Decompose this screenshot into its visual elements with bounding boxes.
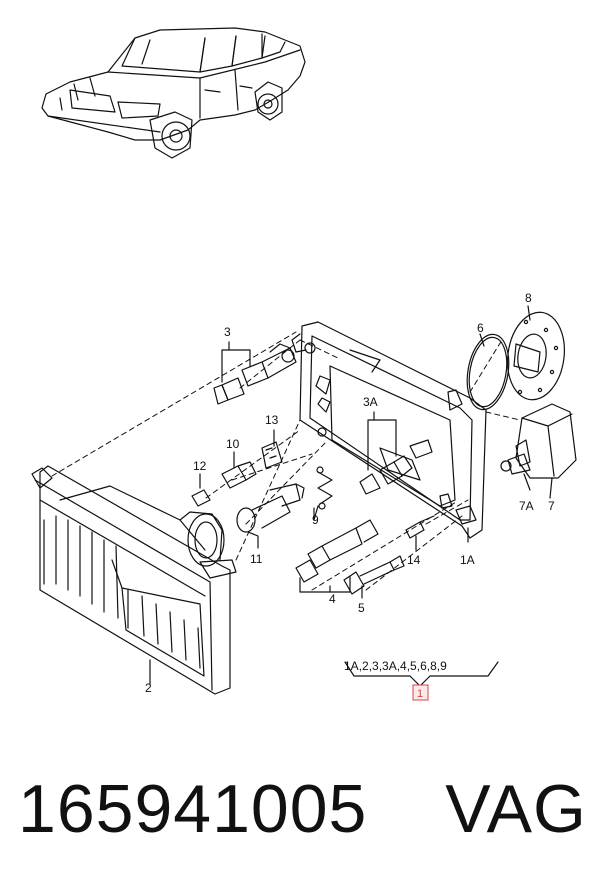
connector-13	[261, 441, 283, 469]
bulb-3A	[359, 455, 413, 495]
label-9: 9	[312, 513, 319, 527]
label-3A: 3A	[363, 395, 378, 409]
label-7A: 7A	[519, 499, 534, 513]
label-6: 6	[477, 321, 484, 335]
brand: VAG	[445, 771, 587, 847]
label-10: 10	[226, 437, 240, 451]
label-1A-frame: 1A	[460, 553, 475, 567]
bulb-11	[236, 483, 305, 533]
label-4: 4	[329, 592, 336, 606]
spring-9	[316, 466, 333, 510]
kit-number: 1	[417, 688, 423, 700]
label-3: 3	[224, 325, 231, 339]
kit-list: ,2,3,3A,4,5,6,8,9	[359, 659, 447, 673]
label-2: 2	[145, 681, 152, 695]
headlight-frame	[291, 321, 487, 539]
label-13: 13	[265, 413, 279, 427]
bulb-12	[191, 489, 211, 507]
part-number: 165941005	[18, 771, 368, 847]
adjuster-screw-5	[343, 555, 405, 595]
label-1A: 1A	[344, 659, 359, 673]
bulb-7A	[500, 453, 531, 475]
label-7: 7	[548, 499, 555, 513]
label-11: 11	[250, 552, 263, 566]
bulb-socket-3	[213, 343, 297, 405]
part-labels: 3 3A 13 10 12 11 9 4 5 14 1A 6 8 7A 7 2 …	[145, 291, 555, 695]
label-8: 8	[525, 291, 532, 305]
screw-14	[405, 515, 435, 539]
cap-7	[515, 403, 577, 479]
label-5: 5	[358, 601, 365, 615]
label-12: 12	[193, 459, 207, 473]
leader-lines	[149, 305, 553, 685]
bulbs-4	[295, 519, 379, 583]
cap-8	[507, 311, 565, 401]
headlight-housing	[31, 465, 237, 695]
kit-number-box[interactable]: 1	[412, 684, 429, 701]
bulb-10	[221, 461, 257, 489]
footer: 165941005 VAG	[18, 770, 588, 860]
label-14: 14	[407, 553, 421, 567]
car-illustration	[41, 27, 306, 159]
dashed-assembly-lines	[51, 331, 521, 591]
seal-ring-6	[466, 333, 510, 411]
